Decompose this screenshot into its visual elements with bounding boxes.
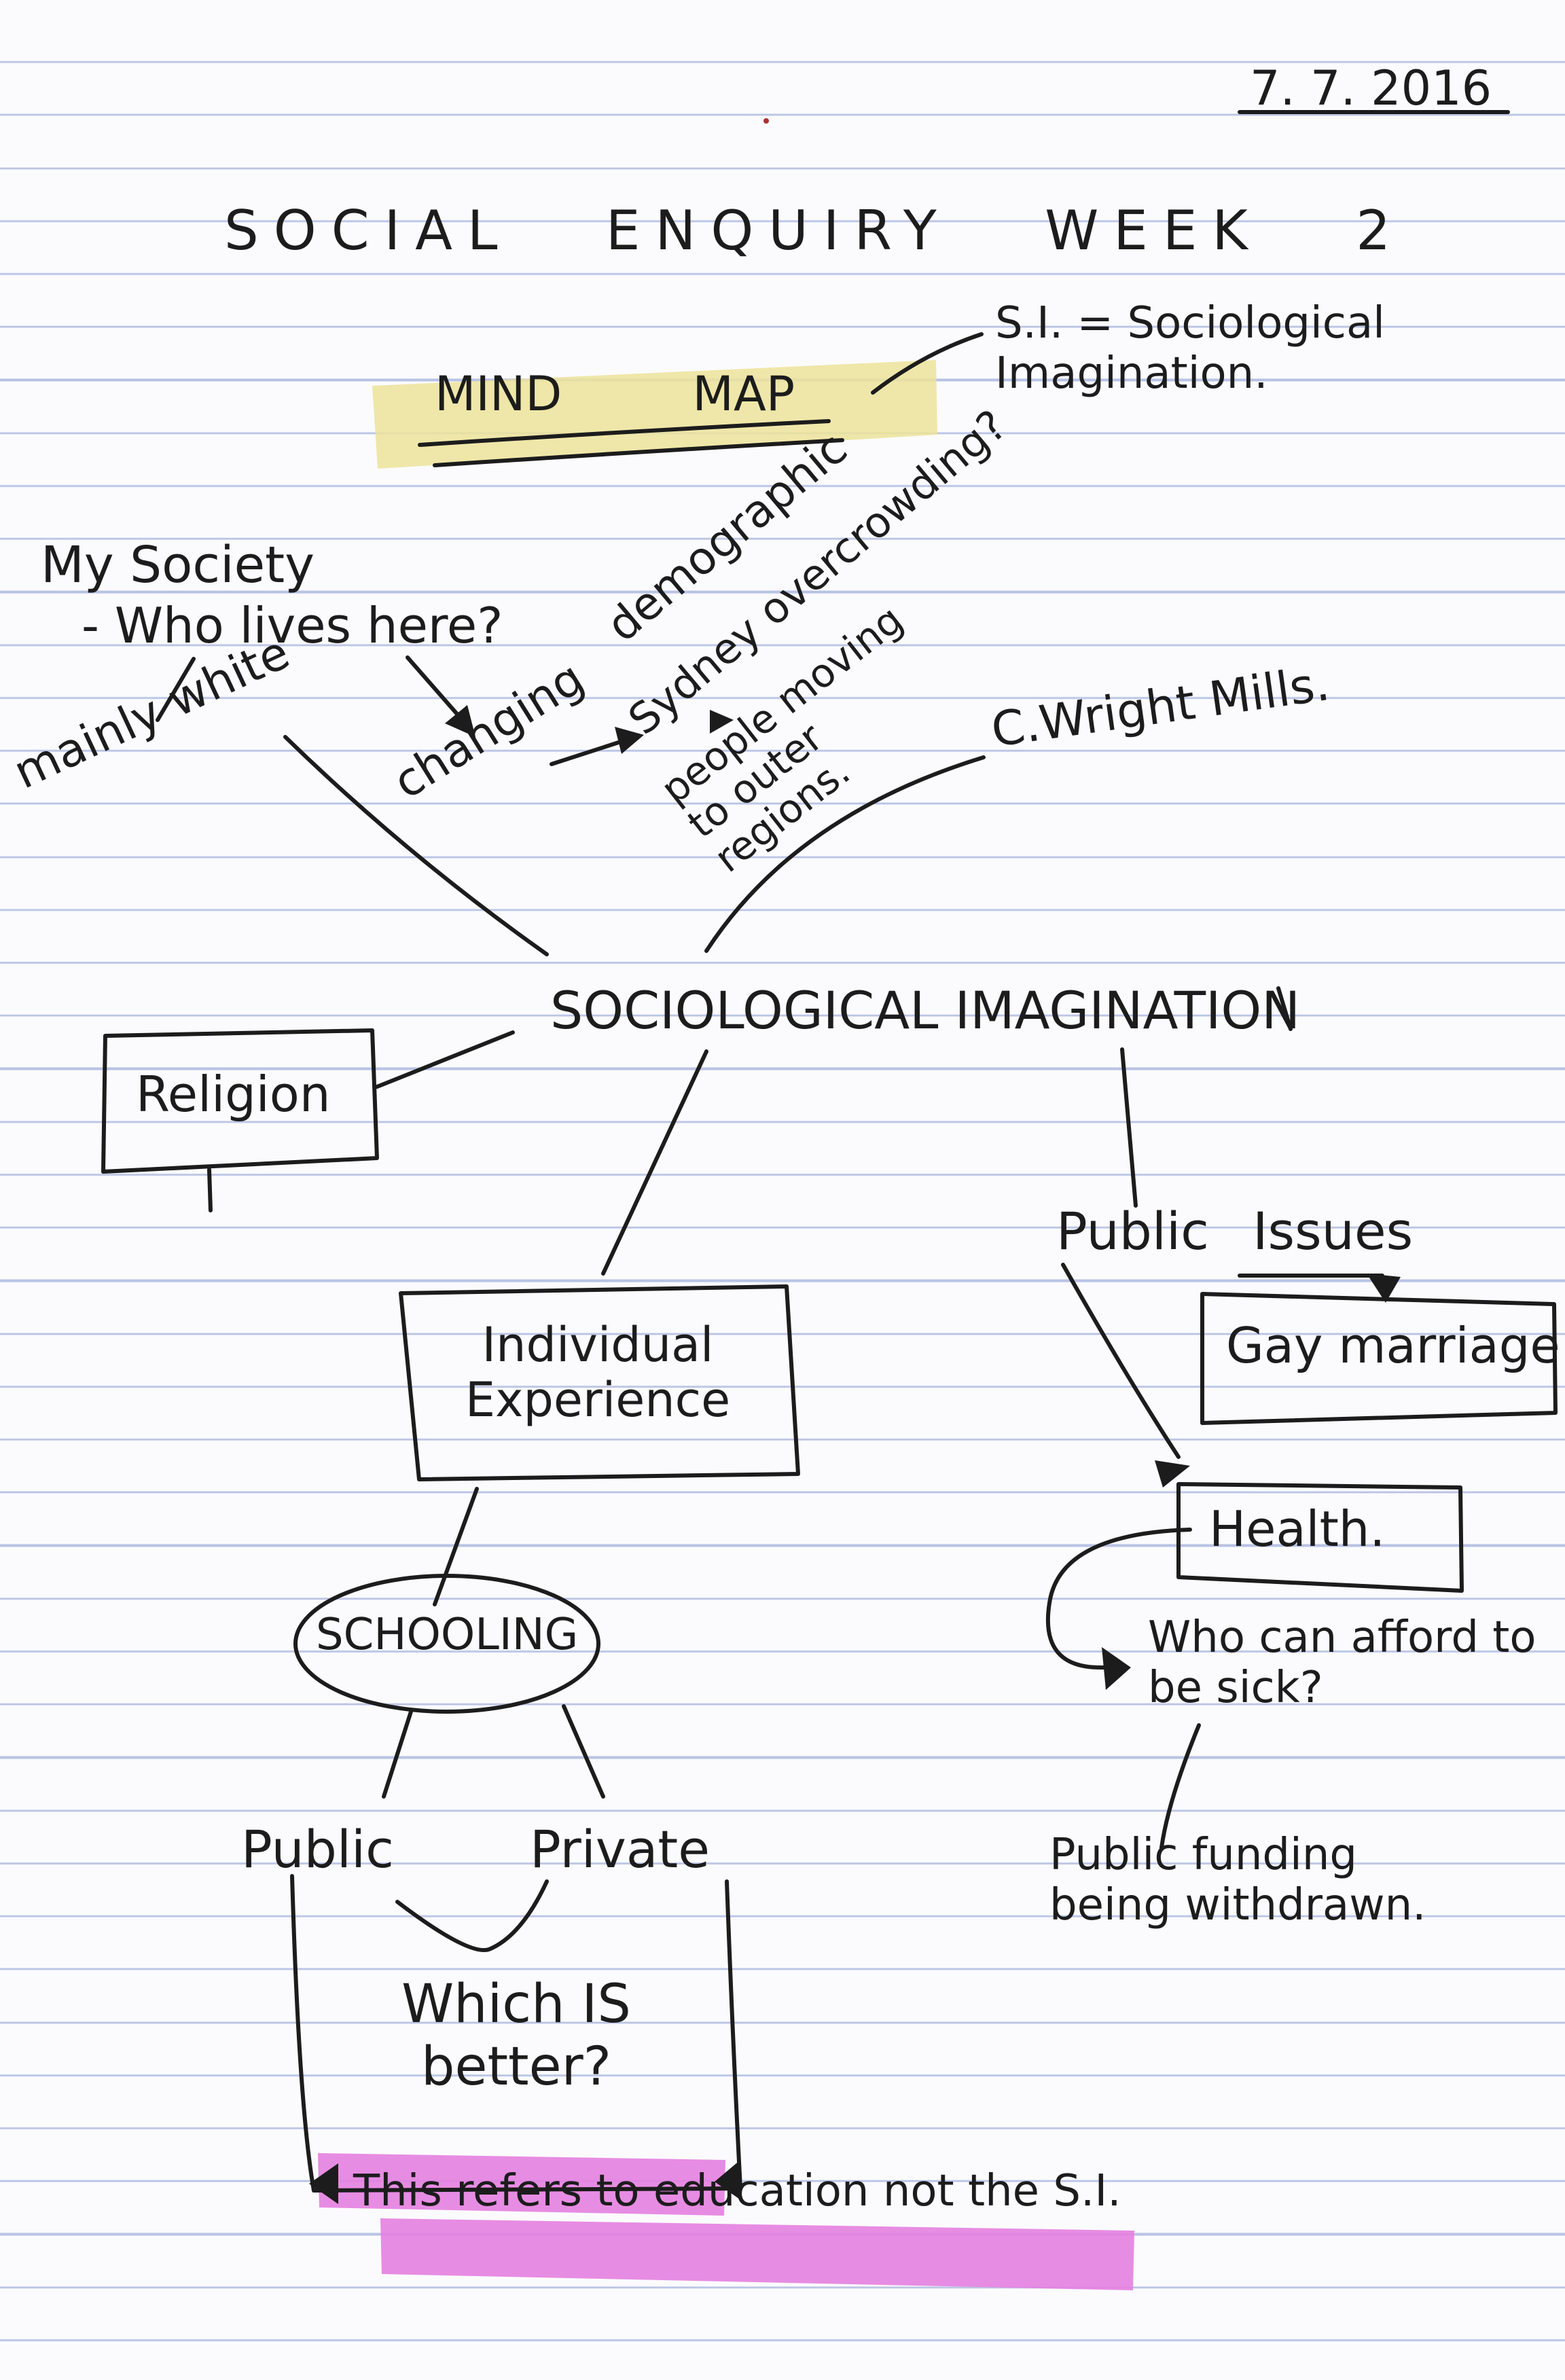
gay-marriage-label: Gay marriage [1226,1317,1560,1374]
arrowheads [309,705,1401,2204]
page-title: SOCIAL ENQUIRY WEEK 2 [224,199,1406,262]
arrowhead-changing [445,705,475,737]
mind-map-title: MIND MAP [435,366,795,422]
who-lives-to-changing-arrow [406,655,467,725]
schooling-to-public [382,1710,413,1799]
public-school-label: Public [241,1819,394,1879]
individual-experience-label: Individual Experience [465,1317,731,1428]
arrowhead-right-bottom [715,2160,742,2201]
who-can-afford-label: Who can afford to be sick? [1148,1612,1536,1713]
refers-to-education-note: This refers to education not the S.I. [353,2166,1121,2216]
arrowhead-who-can-afford [1102,1647,1131,1690]
religion-branch [375,1030,515,1089]
which-better-frame [290,1874,742,2193]
stray-ink-dot [763,118,769,124]
arrowhead-health [1155,1460,1190,1488]
changing-to-sydney-arrow [550,738,627,766]
schooling-label: SCHOOLING [316,1610,579,1660]
mind-map-underline-1 [418,419,831,447]
which-better-label: Which IS better? [401,1974,631,2098]
public-issues-branch [1120,1047,1138,1208]
center-node: SOCIOLOGICAL IMAGINATION [550,980,1301,1041]
center-end-stroke [1276,986,1293,1031]
mind-map-underline-2 [433,438,844,467]
public-issues-to-health-arrow [1061,1263,1181,1459]
si-definition: S.I. = Sociological Imagination. [995,298,1385,399]
pink-highlight-line2 [380,2218,1134,2290]
public-issues-label: Public Issues [1056,1201,1414,1261]
who-lives-to-mainly-white-line [156,657,196,722]
religion-label: Religion [136,1066,331,1123]
health-label: Health. [1209,1500,1386,1557]
religion-box [101,1028,379,1174]
public-private-v [395,1879,549,1953]
pink-highlight-line1 [318,2153,725,2216]
arrowhead-left-bottom [309,2163,338,2204]
mind-map-si-connector [871,332,984,395]
c-wright-mills-branch [704,755,986,953]
my-society-label: My Society [41,536,314,594]
my-society-branch [283,735,549,956]
arrowhead-sydney [615,727,644,754]
date-label: 7. 7. 2016 [1250,60,1492,116]
health-box [1176,1482,1464,1593]
individual-branch [601,1049,708,1276]
arrowhead-people [710,710,734,734]
health-to-who-can-afford-arrow [1045,1528,1192,1670]
individual-box [399,1284,800,1481]
who-lives-here-label: - Who lives here? [82,597,503,654]
who-can-afford-to-funding [1159,1723,1201,1850]
private-school-label: Private [530,1819,710,1879]
individual-to-schooling [433,1487,479,1606]
gay-marriage-box [1200,1292,1558,1425]
schooling-to-private [562,1704,605,1799]
religion-tail [207,1168,213,1212]
arrowhead-gay-marriage [1367,1274,1401,1303]
public-funding-label: Public funding being withdrawn. [1049,1830,1426,1930]
